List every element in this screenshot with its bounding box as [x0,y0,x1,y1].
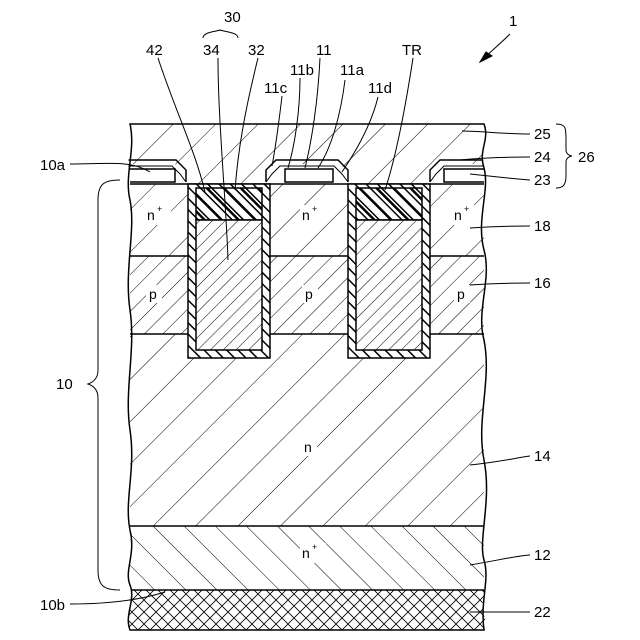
layer-22-electrode [120,590,500,630]
label-32: 32 [248,42,265,59]
svg-text:n: n [147,207,155,223]
label-18: 18 [534,218,551,235]
label-10b: 10b [40,597,65,614]
label-11b: 11b [290,62,314,79]
label-16: 16 [534,275,551,292]
svg-text:n: n [302,545,310,561]
svg-text:+: + [464,204,469,214]
trench-right [348,184,430,358]
label-30: 30 [224,9,241,26]
label-10: 10 [56,376,73,393]
label-22: 22 [534,604,551,621]
pad-23-left [127,169,175,182]
svg-text:p: p [149,286,157,302]
layer-14-n [120,334,500,526]
label-11: 11 [316,42,332,59]
svg-text:n: n [304,439,312,455]
label-23: 23 [534,172,551,189]
insulator-tr [356,188,422,220]
gate-34 [196,220,262,350]
label-10a: 10a [40,157,66,174]
svg-text:p: p [457,286,465,302]
label-tr: TR [402,42,422,59]
label-11a: 11a [340,62,365,79]
label-14: 14 [534,448,551,465]
trench-left [188,184,270,358]
svg-text:+: + [312,542,317,552]
pad-23-center [285,169,333,182]
label-42: 42 [146,42,163,59]
svg-text:+: + [157,204,162,214]
label-12: 12 [534,547,551,564]
svg-text:+: + [312,204,317,214]
label-24: 24 [534,149,551,166]
label-26: 26 [578,149,595,166]
label-11d: 11d [368,80,392,97]
gate-tr [356,220,422,350]
svg-text:n: n [302,207,310,223]
label-34: 34 [203,42,220,59]
insulator-42 [196,188,262,220]
label-11c: 11c [264,80,288,97]
label-1: 1 [509,13,517,30]
svg-text:n: n [454,207,462,223]
label-25: 25 [534,126,551,143]
svg-text:p: p [305,286,313,302]
